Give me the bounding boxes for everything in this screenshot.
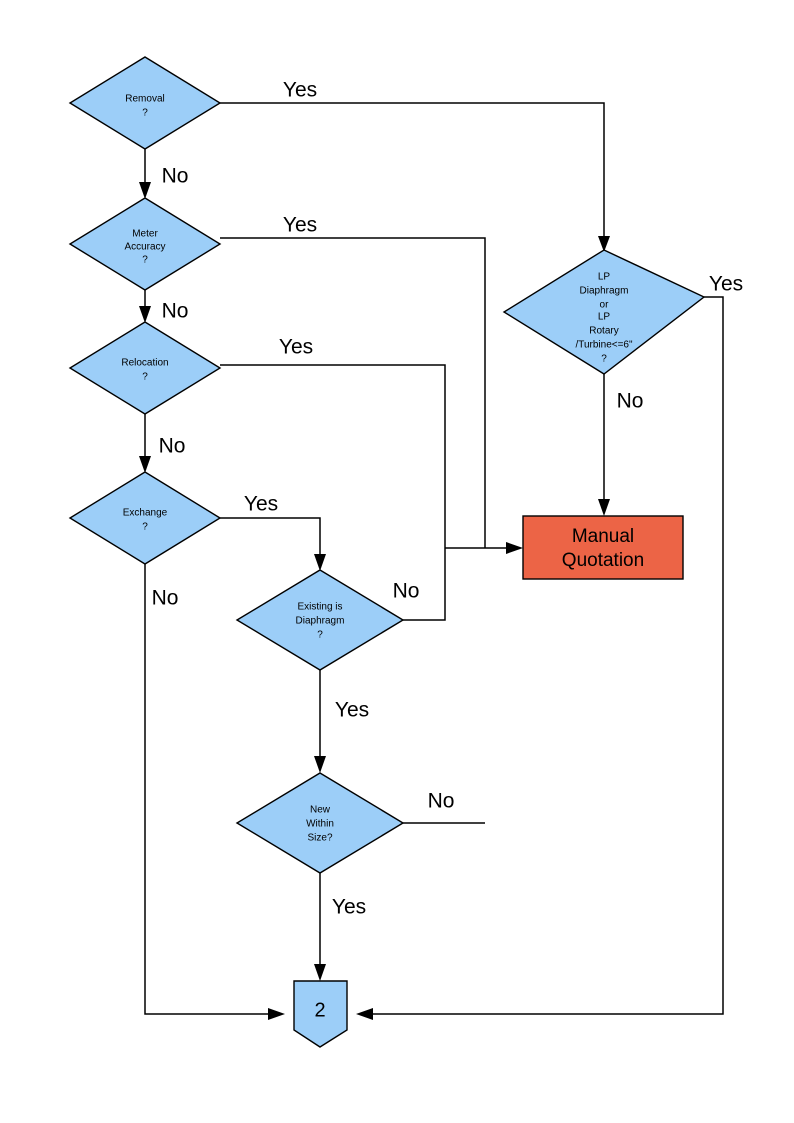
node-relocation-line-2: ? (142, 372, 148, 383)
edge-label-existing-no: No (393, 580, 420, 603)
edge-removal-yes-to-lp (220, 102, 610, 252)
decision-diamond-shape[interactable] (235, 772, 405, 874)
node-exchange-line-2: ? (142, 522, 148, 533)
arrow-head-icon (314, 554, 326, 571)
edge-label-lp-no: No (617, 390, 644, 413)
node-lp-line-1: LP (598, 272, 611, 283)
edge-label-removal-yes: Yes (283, 79, 317, 102)
edge-meter-accuracy-yes-to-manual (220, 237, 486, 548)
edge-label-layer: Yes No Yes No Yes No Yes No No Yes No Ye… (152, 79, 744, 919)
node-new-within-size[interactable]: New Within Size? (235, 772, 405, 874)
node-manual-quotation[interactable]: Manual Quotation (522, 515, 684, 580)
node-lp-line-2: Diaphragm (580, 286, 629, 297)
node-lp-line-7: ? (601, 354, 607, 365)
edge-label-existing-yes: Yes (335, 699, 369, 722)
node-meter-accuracy[interactable]: Meter Accuracy ? (68, 197, 222, 291)
decision-diamond-shape[interactable] (235, 569, 405, 671)
node-meter-accuracy-line-3: ? (142, 255, 148, 266)
arrow-head-icon (139, 306, 151, 323)
node-new-within-line-2: Within (306, 819, 334, 830)
node-manual-quotation-line-1: Manual (572, 526, 634, 547)
arrow-head-icon (139, 182, 151, 199)
edge-lp-yes-to-connector (356, 296, 724, 1020)
arrow-head-icon (598, 236, 610, 252)
arrow-head-icon (506, 542, 523, 554)
arrow-head-icon (598, 499, 610, 516)
edge-new-within-yes-to-connector (314, 873, 326, 981)
edge-label-meter-accuracy-yes: Yes (283, 214, 317, 237)
edge-label-removal-no: No (162, 165, 189, 188)
edge-label-lp-yes: Yes (709, 273, 743, 296)
edge-exchange-no-to-connector (144, 564, 285, 1020)
edge-meter-accuracy-no-to-relocation (139, 290, 151, 323)
node-lp-line-3: or (600, 300, 610, 311)
edge-lp-no-to-manual (598, 374, 610, 516)
decision-diamond-shape[interactable] (502, 249, 706, 375)
node-meter-accuracy-line-2: Accuracy (124, 242, 165, 253)
edge-label-new-within-yes: Yes (332, 896, 366, 919)
node-lp-line-5: Rotary (589, 326, 618, 337)
node-exchange[interactable]: Exchange ? (68, 471, 222, 565)
node-new-within-line-3: Size? (307, 833, 332, 844)
node-lp-line-4: LP (598, 312, 611, 323)
node-layer: Removal ? Meter Accuracy ? Relocation ? … (68, 56, 706, 1048)
connector-pentagon-shape[interactable] (293, 980, 348, 1048)
edge-label-exchange-yes: Yes (244, 493, 278, 516)
edge-label-meter-accuracy-no: No (162, 300, 189, 323)
node-removal-line-2: ? (142, 108, 148, 119)
arrow-head-icon (139, 456, 151, 473)
node-relocation-line-1: Relocation (121, 358, 168, 369)
arrow-head-icon (314, 964, 326, 981)
node-lp-diaphragm-or-rotary[interactable]: LP Diaphragm or LP Rotary /Turbine<=6" ? (502, 249, 706, 375)
decision-diamond-shape[interactable] (68, 471, 222, 565)
arrow-head-icon (356, 1008, 373, 1020)
arrow-head-icon (314, 756, 326, 773)
node-existing-line-2: Diaphragm (296, 616, 345, 627)
edge-label-exchange-no: No (152, 587, 179, 610)
node-connector-2[interactable]: 2 (293, 980, 348, 1048)
edge-removal-no-to-meter-accuracy (139, 149, 151, 199)
node-meter-accuracy-line-1: Meter (132, 229, 158, 240)
edge-relocation-yes-to-manual (220, 364, 446, 548)
node-connector-2-label: 2 (314, 999, 325, 1021)
decision-diamond-shape[interactable] (68, 321, 222, 415)
node-existing-is-diaphragm[interactable]: Existing is Diaphragm ? (235, 569, 405, 671)
node-removal[interactable]: Removal ? (68, 56, 222, 150)
node-manual-quotation-line-2: Quotation (562, 550, 644, 571)
node-lp-line-6: /Turbine<=6" (575, 340, 633, 351)
process-box-shape[interactable] (522, 515, 684, 580)
edge-label-relocation-yes: Yes (279, 336, 313, 359)
node-new-within-line-1: New (310, 805, 331, 816)
node-exchange-line-1: Exchange (123, 508, 168, 519)
edge-exchange-yes-to-existing (220, 517, 326, 571)
edge-layer (139, 102, 724, 1020)
node-existing-line-1: Existing is (297, 602, 342, 613)
edge-bus-to-manual-quotation (445, 542, 523, 554)
edge-relocation-no-to-exchange (139, 414, 151, 473)
node-removal-line-1: Removal (125, 94, 164, 105)
node-existing-line-3: ? (317, 630, 323, 641)
edge-existing-yes-to-new-within (314, 670, 326, 773)
arrow-head-icon (268, 1008, 285, 1020)
edge-label-new-within-no: No (428, 790, 455, 813)
edge-existing-no-to-manual (403, 548, 446, 621)
decision-diamond-shape[interactable] (68, 197, 222, 291)
edge-label-relocation-no: No (159, 435, 186, 458)
node-relocation[interactable]: Relocation ? (68, 321, 222, 415)
decision-diamond-shape[interactable] (68, 56, 222, 150)
